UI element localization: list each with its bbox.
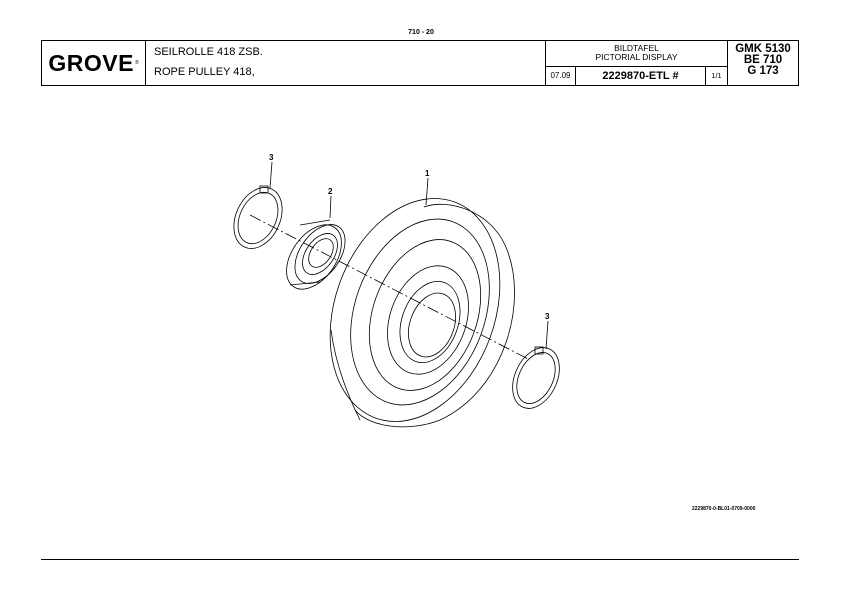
model-line-1: GMK 5130 xyxy=(735,43,791,55)
callout-label-2: 2 xyxy=(328,187,333,196)
rope-pulley xyxy=(329,198,515,428)
leader-line-3-left xyxy=(269,161,273,189)
sheet-number: 1/1 xyxy=(706,67,728,85)
circlip-left xyxy=(233,185,283,249)
grove-logo: GROVE® xyxy=(42,41,146,85)
pictorial-display-cell: BILDTAFEL PICTORIAL DISPLAY xyxy=(546,41,728,67)
bottom-rule xyxy=(41,559,799,560)
description-german: SEILROLLE 418 ZSB. xyxy=(154,46,263,58)
pictorial-german: BILDTAFEL xyxy=(614,43,659,53)
leader-line-1 xyxy=(425,177,429,206)
model-line-3: G 173 xyxy=(747,65,779,77)
callout-label-3-right: 3 xyxy=(545,312,550,321)
leader-line-3-right xyxy=(545,320,549,350)
logo-registered-mark: ® xyxy=(134,60,139,66)
center-axis-line xyxy=(249,214,531,361)
callout-label-3-left: 3 xyxy=(269,153,274,162)
description-english: ROPE PULLEY 418, xyxy=(154,66,255,78)
page-number: 710 - 20 xyxy=(408,29,434,36)
logo-text: GROVE xyxy=(48,49,134,76)
ball-bearing xyxy=(286,219,346,290)
title-block: GROVE® SEILROLLE 418 ZSB. ROPE PULLEY 41… xyxy=(41,40,799,86)
description-cell: SEILROLLE 418 ZSB. ROPE PULLEY 418, xyxy=(146,41,546,85)
callout-label-1: 1 xyxy=(425,169,430,178)
revision-date: 07.09 xyxy=(546,67,576,85)
circlip-right xyxy=(512,346,560,409)
pictorial-english: PICTORIAL DISPLAY xyxy=(595,52,678,62)
model-line-2: BE 710 xyxy=(743,54,783,66)
leader-line-2 xyxy=(329,195,332,219)
part-number: 2229870-ETL # xyxy=(576,67,706,85)
model-cell: GMK 5130 BE 710 G 173 xyxy=(728,41,798,85)
drawing-reference-code: 2229870-0-BL01-0709-0000 xyxy=(692,506,756,512)
